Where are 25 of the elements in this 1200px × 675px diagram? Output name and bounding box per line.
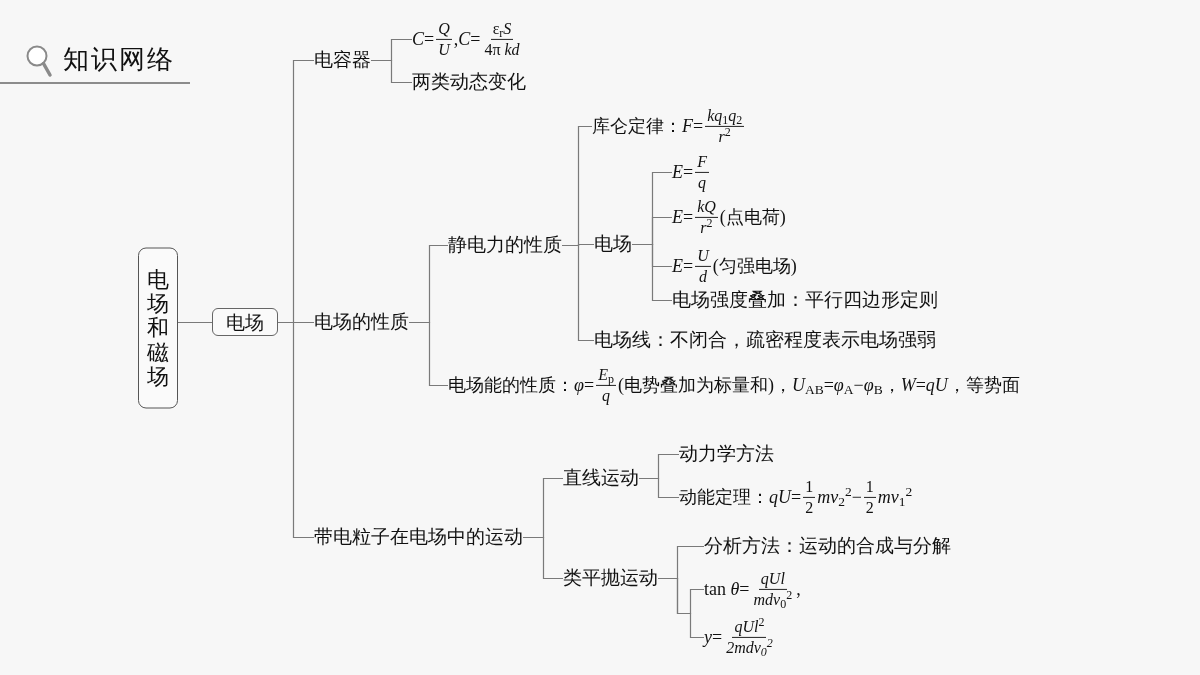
connector-line [638, 477, 680, 499]
topic-label: 动力学方法 [679, 439, 774, 469]
topic-label: 电场线：不闭合，疏密程度表示电场强弱 [594, 325, 936, 355]
topic-label: 电容器 [314, 45, 371, 75]
topic-label: 直线运动 [563, 463, 639, 493]
topic-label: 带电粒子在电场中的运动 [314, 522, 523, 552]
root-topic-box: 电场和磁场 [138, 247, 178, 409]
connector-line [408, 321, 449, 387]
topic-label: 电场 [594, 229, 632, 259]
topic-label: 两类动态变化 [412, 67, 526, 97]
topic-label: 分析方法：运动的合成与分解 [704, 531, 951, 561]
connector-line [370, 59, 413, 84]
topic-label: 电场的性质 [314, 307, 409, 337]
topic-box: 电场 [212, 308, 278, 336]
connector-line [177, 321, 213, 324]
topic-label: 类平抛运动 [563, 563, 658, 593]
topic-label: 静电力的性质 [448, 230, 562, 260]
connector-line [522, 536, 564, 580]
topic-label: 电场强度叠加：平行四边形定则 [672, 285, 938, 315]
connector-line [277, 321, 315, 539]
formula-text: 库仑定律：F= kq$_{1}$q$_{2}$ r$^{2}$ [592, 106, 747, 146]
connector-line [631, 243, 673, 302]
section-title: 知识网络 [63, 44, 175, 76]
connector-line [561, 244, 595, 342]
connector-line [657, 577, 705, 639]
